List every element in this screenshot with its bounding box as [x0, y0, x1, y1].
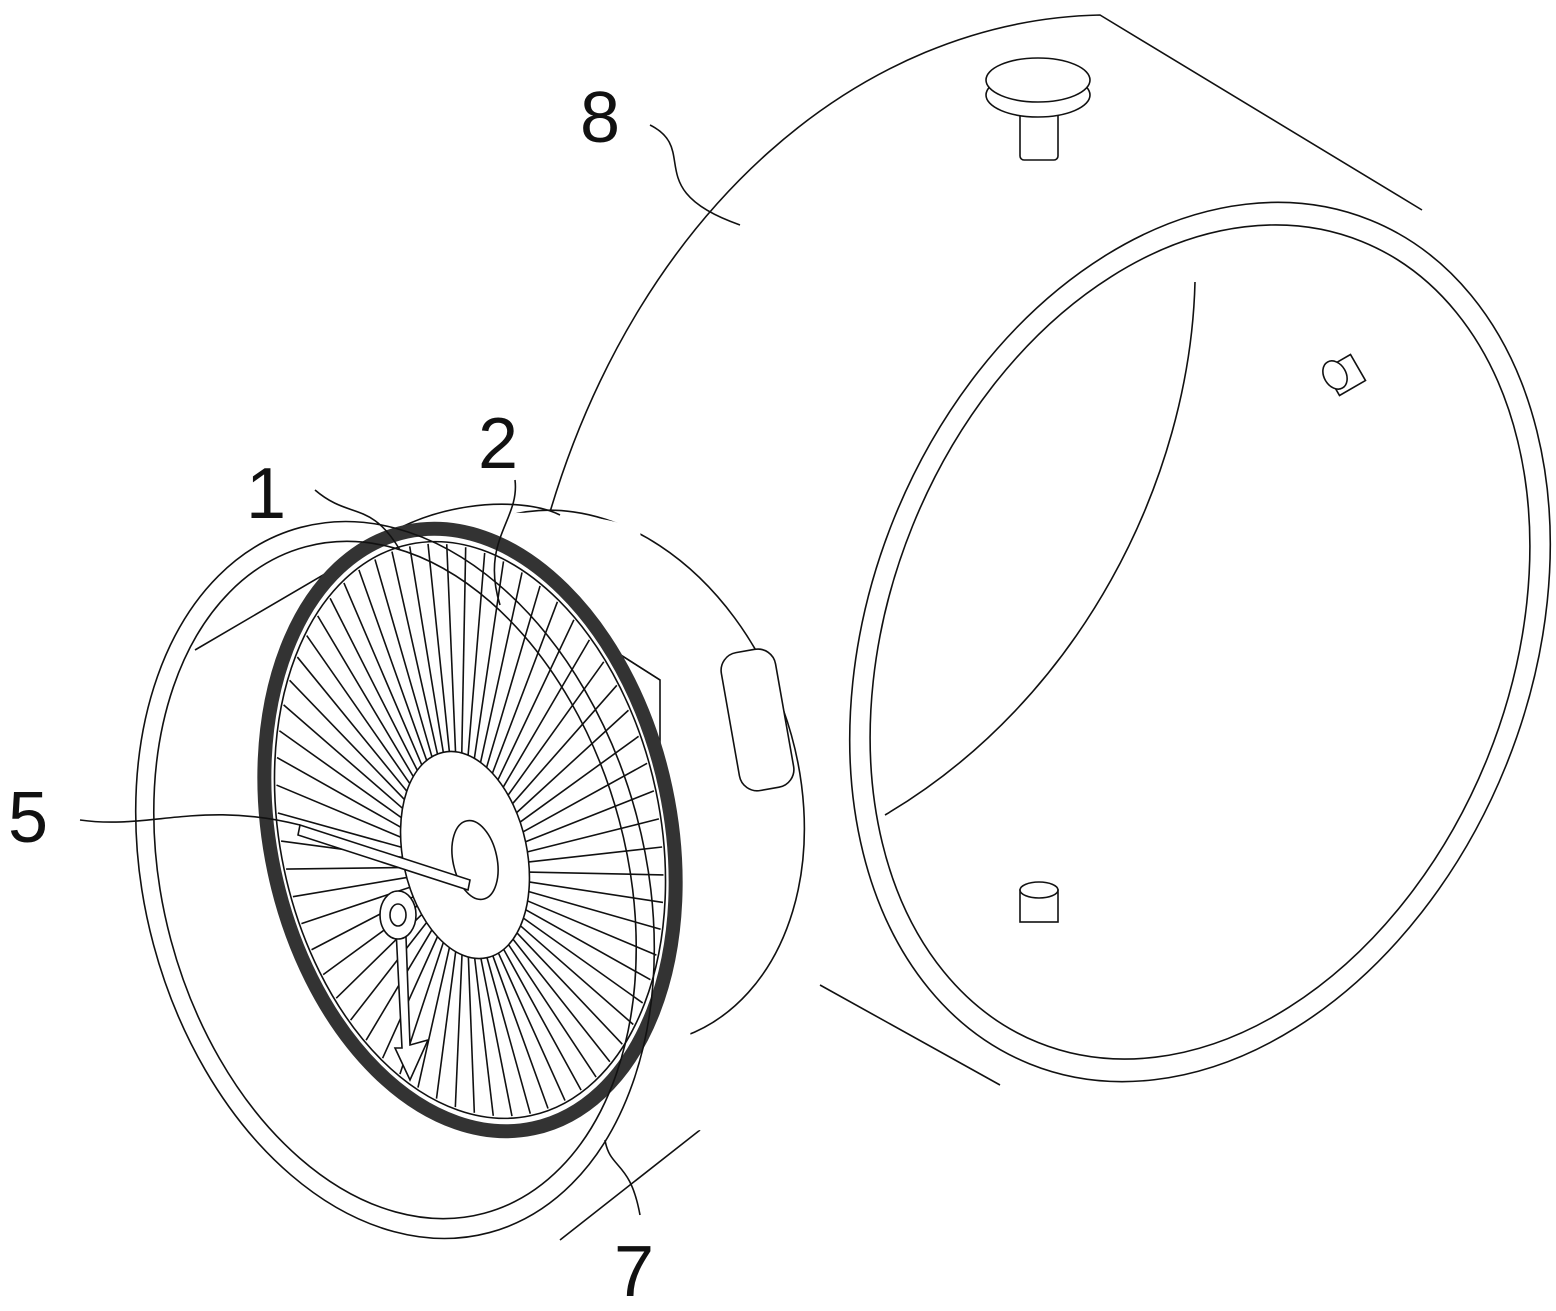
knob-icon — [986, 58, 1090, 160]
leader-8 — [650, 125, 740, 225]
label-5: 5 — [8, 782, 48, 854]
pin-icon — [1020, 882, 1058, 922]
label-1: 1 — [246, 458, 286, 530]
leader-7 — [605, 1140, 640, 1215]
label-2: 2 — [478, 408, 518, 480]
label-7: 7 — [614, 1236, 654, 1308]
label-8: 8 — [580, 82, 620, 154]
